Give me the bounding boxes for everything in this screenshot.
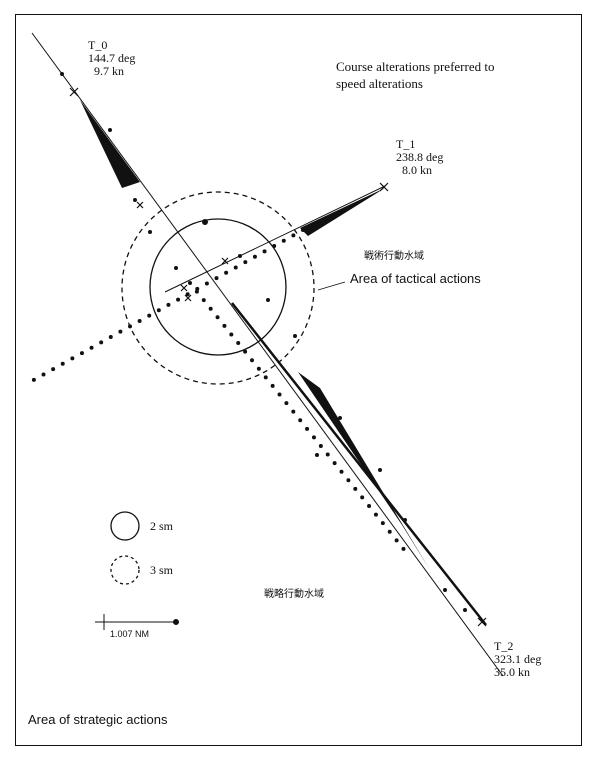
t1-name: T_1 — [396, 137, 416, 151]
t2-name: T_2 — [494, 639, 514, 653]
shaded-wedge-t1 — [300, 188, 385, 236]
legend-2sm-label: 2 sm — [150, 519, 174, 533]
legend-3sm-label: 3 sm — [150, 563, 174, 577]
tactical-area-label: Area of tactical actions — [350, 271, 481, 286]
frame — [15, 14, 582, 746]
legend-circle-dashed — [110, 555, 140, 585]
track-line-t2-thick — [231, 302, 487, 626]
label-t1: T_1 238.8 deg 8.0 kn — [396, 138, 443, 177]
strategic-area-jp: 戦略行動水域 — [264, 589, 324, 600]
t0-course: 144.7 deg — [88, 51, 136, 65]
t2-course: 323.1 deg — [494, 652, 542, 666]
dotted-path-t0 — [188, 281, 412, 559]
note: Course alterations preferred to speed al… — [336, 58, 494, 92]
tactical-leader — [317, 281, 346, 291]
track-line-t1 — [164, 185, 386, 293]
strategic-area-label: Area of strategic actions — [28, 712, 168, 727]
dotted-path-t1 — [28, 228, 305, 384]
t1-speed: 8.0 kn — [402, 163, 432, 177]
tactical-area-jp: 戦術行動水域 — [364, 251, 424, 262]
t0-speed: 9.7 kn — [94, 64, 124, 78]
track-line-t0 — [31, 32, 504, 677]
shaded-wedge-t0 — [80, 100, 140, 188]
scale-label: 1.007 NM — [110, 629, 150, 639]
circle-3sm — [121, 191, 315, 385]
note-line2: speed alterations — [336, 76, 423, 91]
t2-speed: 35.0 kn — [494, 665, 530, 679]
label-t2: T_2 323.1 deg 35.0 kn — [494, 640, 541, 679]
track-markers — [60, 72, 467, 612]
circle-2sm — [149, 218, 287, 356]
scale-bar — [95, 614, 179, 630]
cross-markers — [69, 87, 487, 627]
legend-circle-solid — [110, 511, 140, 541]
t1-course: 238.8 deg — [396, 150, 444, 164]
label-t0: T_0 144.7 deg 9.7 kn — [88, 39, 135, 78]
t0-name: T_0 — [88, 38, 108, 52]
note-line1: Course alterations preferred to — [336, 59, 495, 74]
